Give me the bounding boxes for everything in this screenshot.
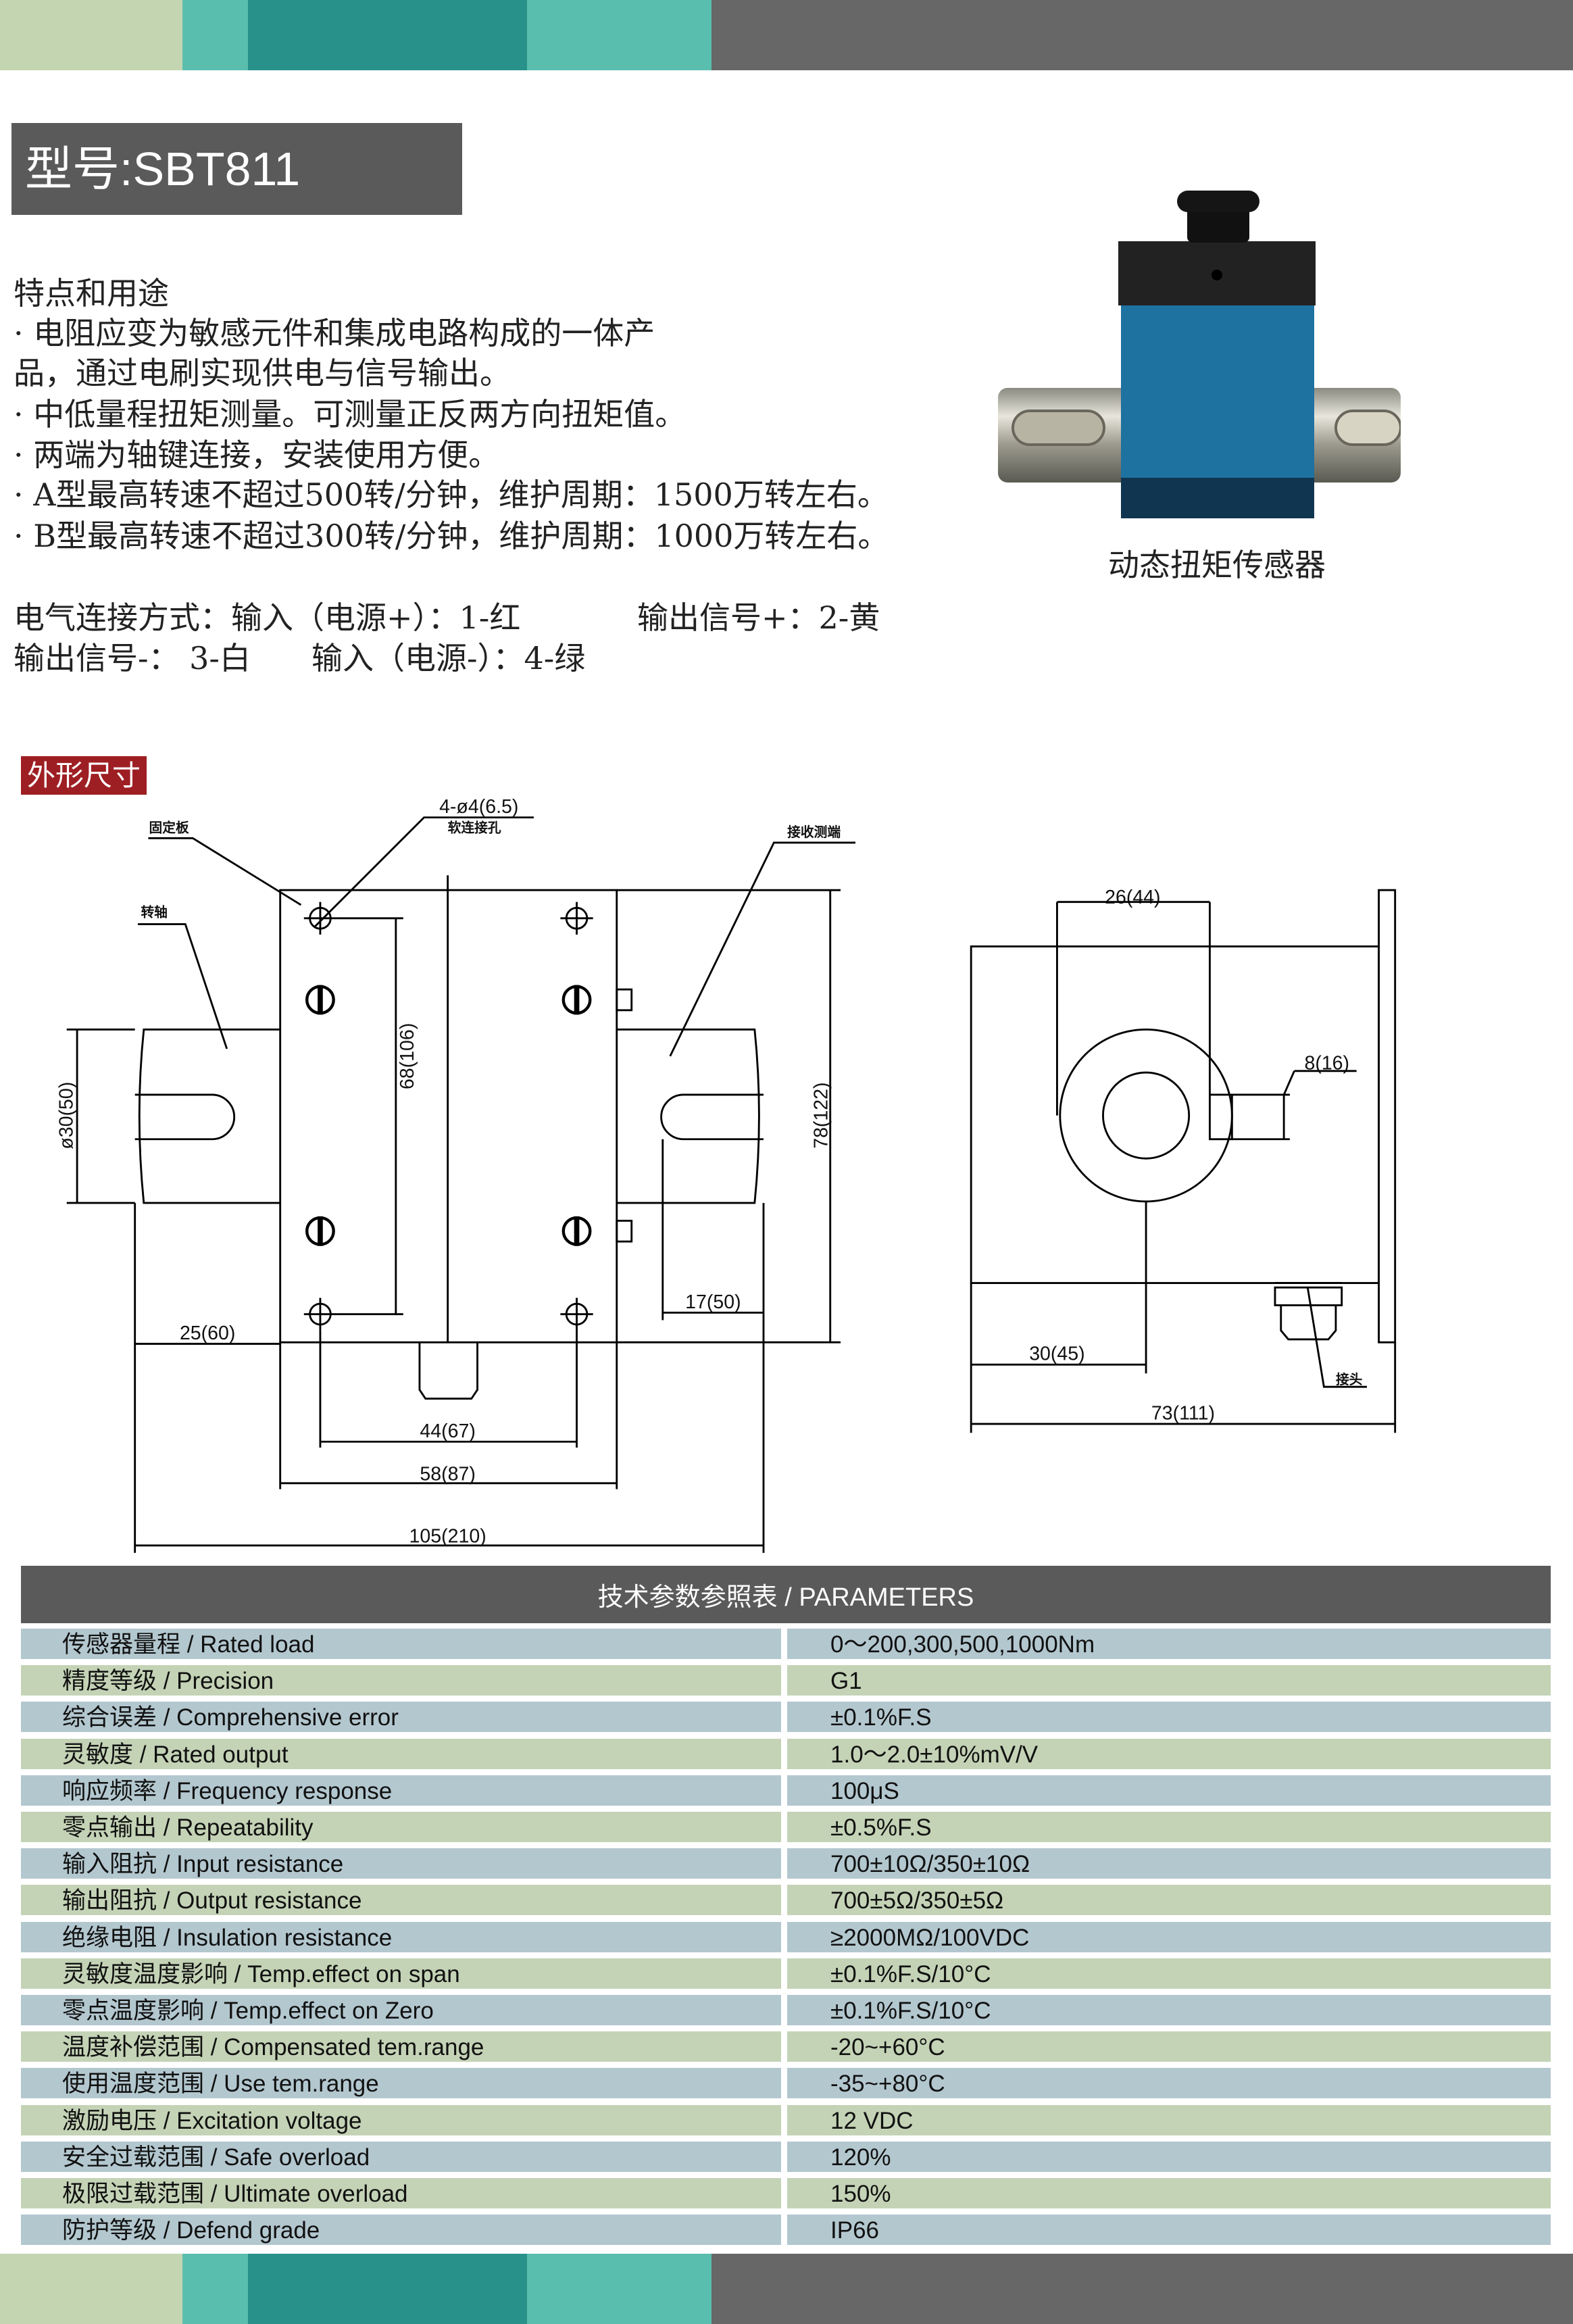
feature-line: · 电阻应变为敏感元件和集成电路构成的一体产	[14, 315, 655, 351]
holes-label: 4-ø4(6.5)	[439, 796, 518, 818]
dim-shaft-diameter: ø30(50)	[56, 1082, 78, 1149]
table-row: 综合误差 / Comprehensive error±0.1%F.S	[21, 1702, 1551, 1733]
param-value: 150%	[787, 2178, 1551, 2208]
param-value: 12 VDC	[787, 2104, 1551, 2135]
param-name: 零点输出 / Repeatability	[21, 1812, 781, 1842]
dim-center-offset: 30(45)	[1029, 1343, 1084, 1365]
feature-line: 品，通过电刷实现供电与信号输出。	[14, 355, 511, 391]
param-name: 精度等级 / Precision	[21, 1665, 781, 1696]
model-title: 型号:SBT811	[11, 123, 462, 215]
param-value: IP66	[787, 2215, 1551, 2246]
dim-body-width: 58(87)	[420, 1463, 475, 1485]
param-name: 防护等级 / Defend grade	[21, 2215, 781, 2246]
param-value: 100μS	[787, 1775, 1551, 1806]
param-name: 灵敏度 / Rated output	[21, 1738, 781, 1769]
feature-line: · 两端为轴键连接，安装使用方便。	[14, 437, 500, 473]
wiring-line-2b: 输入（电源-）：4-绿	[311, 640, 586, 676]
param-name: 输入阻抗 / Input resistance	[21, 1848, 781, 1879]
param-name: 使用温度范围 / Use tem.range	[21, 2068, 781, 2099]
param-name: 响应频率 / Frequency response	[21, 1775, 781, 1806]
param-value: -35~+80°C	[787, 2068, 1551, 2099]
photo-caption: 动态扭矩传感器	[1108, 547, 1326, 583]
mount-hole-icon	[303, 901, 593, 1331]
param-name: 绝缘电阻 / Insulation resistance	[21, 1921, 781, 1952]
param-name: 激励电压 / Excitation voltage	[21, 2104, 781, 2135]
param-value: -20~+60°C	[787, 2031, 1551, 2062]
param-name: 零点温度影响 / Temp.effect on Zero	[21, 1995, 781, 2025]
feature-line: · B型最高转速不超过300转/分钟，维护周期：1000万转左右。	[14, 518, 889, 554]
features-heading: 特点和用途	[14, 275, 169, 312]
dim-key-offset: 26(44)	[1105, 887, 1160, 908]
sensor-photo	[998, 191, 1401, 518]
connector-label: 接头	[1336, 1373, 1363, 1387]
param-value: G1	[787, 1665, 1551, 1696]
param-value: ±0.1%F.S/10°C	[787, 1958, 1551, 1989]
param-name: 输出阻抗 / Output resistance	[21, 1885, 781, 1916]
param-value: 700±10Ω/350±10Ω	[787, 1848, 1551, 1879]
dim-shaft-right: 17(50)	[685, 1291, 741, 1313]
param-name: 极限过载范围 / Ultimate overload	[21, 2178, 781, 2208]
table-row: 零点温度影响 / Temp.effect on Zero±0.1%F.S/10°…	[21, 1995, 1551, 2025]
param-value: ±0.5%F.S	[787, 1812, 1551, 1842]
feature-line: · A型最高转速不超过500转/分钟，维护周期：1500万转左右。	[14, 476, 889, 513]
param-value: ±0.1%F.S	[787, 1702, 1551, 1733]
table-row: 绝缘电阻 / Insulation resistance≥2000MΩ/100V…	[21, 1921, 1551, 1952]
wiring-line-2a: 输出信号-： 3-白	[14, 640, 251, 676]
side-view	[970, 889, 1397, 1433]
front-view	[66, 816, 856, 1553]
top-color-bar	[0, 0, 1573, 70]
param-value: ≥2000MΩ/100VDC	[787, 1921, 1551, 1952]
screw-icon	[305, 985, 592, 1246]
table-row: 灵敏度温度影响 / Temp.effect on span±0.1%F.S/10…	[21, 1958, 1551, 1989]
param-name: 温度补偿范围 / Compensated tem.range	[21, 2031, 781, 2062]
dimensions-section-label: 外形尺寸	[21, 756, 147, 795]
dim-hole-span-h: 44(67)	[420, 1420, 475, 1442]
param-value: 1.0～2.0±10%mV/V	[787, 1738, 1551, 1769]
table-row: 零点输出 / Repeatability±0.5%F.S	[21, 1812, 1551, 1842]
soft-connect-hole-label: 软连接孔	[448, 820, 501, 836]
param-value: 0～200,300,500,1000Nm	[787, 1629, 1551, 1659]
dim-height: 78(122)	[810, 1083, 832, 1149]
receive-end-label: 接收测端	[787, 824, 841, 840]
param-value: 700±5Ω/350±5Ω	[787, 1885, 1551, 1916]
table-row: 温度补偿范围 / Compensated tem.range-20~+60°C	[21, 2031, 1551, 2062]
param-value: ±0.1%F.S/10°C	[787, 1995, 1551, 2025]
param-name: 综合误差 / Comprehensive error	[21, 1702, 781, 1733]
wiring-line-1a: 电气连接方式：输入（电源+）：1-红	[14, 599, 521, 636]
wiring-line-1b: 输出信号+：2-黄	[637, 599, 880, 636]
dimension-drawing: 4-ø4(6.5) 软连接孔 固定板 转轴 接收测端 接头 ø30(50) 68…	[56, 796, 1397, 1553]
dim-side-total: 73(111)	[1151, 1402, 1215, 1424]
dim-total-length: 105(210)	[409, 1526, 486, 1548]
shaft-label: 转轴	[141, 905, 167, 920]
dim-shaft-left: 25(60)	[180, 1322, 235, 1344]
table-row: 使用温度范围 / Use tem.range-35~+80°C	[21, 2068, 1551, 2099]
param-name: 传感器量程 / Rated load	[21, 1629, 781, 1659]
param-name: 灵敏度温度影响 / Temp.effect on span	[21, 1958, 781, 1989]
feature-line: · 中低量程扭矩测量。可测量正反两方向扭矩值。	[14, 396, 686, 432]
param-name: 安全过载范围 / Safe overload	[21, 2141, 781, 2172]
param-value: 120%	[787, 2141, 1551, 2172]
dim-hole-span-v: 68(106)	[397, 1023, 418, 1089]
bottom-color-bar	[0, 2254, 1573, 2324]
dimension-texts: 4-ø4(6.5) 软连接孔 固定板 转轴 接收测端 接头 ø30(50) 68…	[56, 796, 1363, 1548]
fixed-plate-label: 固定板	[149, 820, 189, 836]
parameters-table-header: 技术参数参照表 / PARAMETERS	[21, 1566, 1551, 1623]
